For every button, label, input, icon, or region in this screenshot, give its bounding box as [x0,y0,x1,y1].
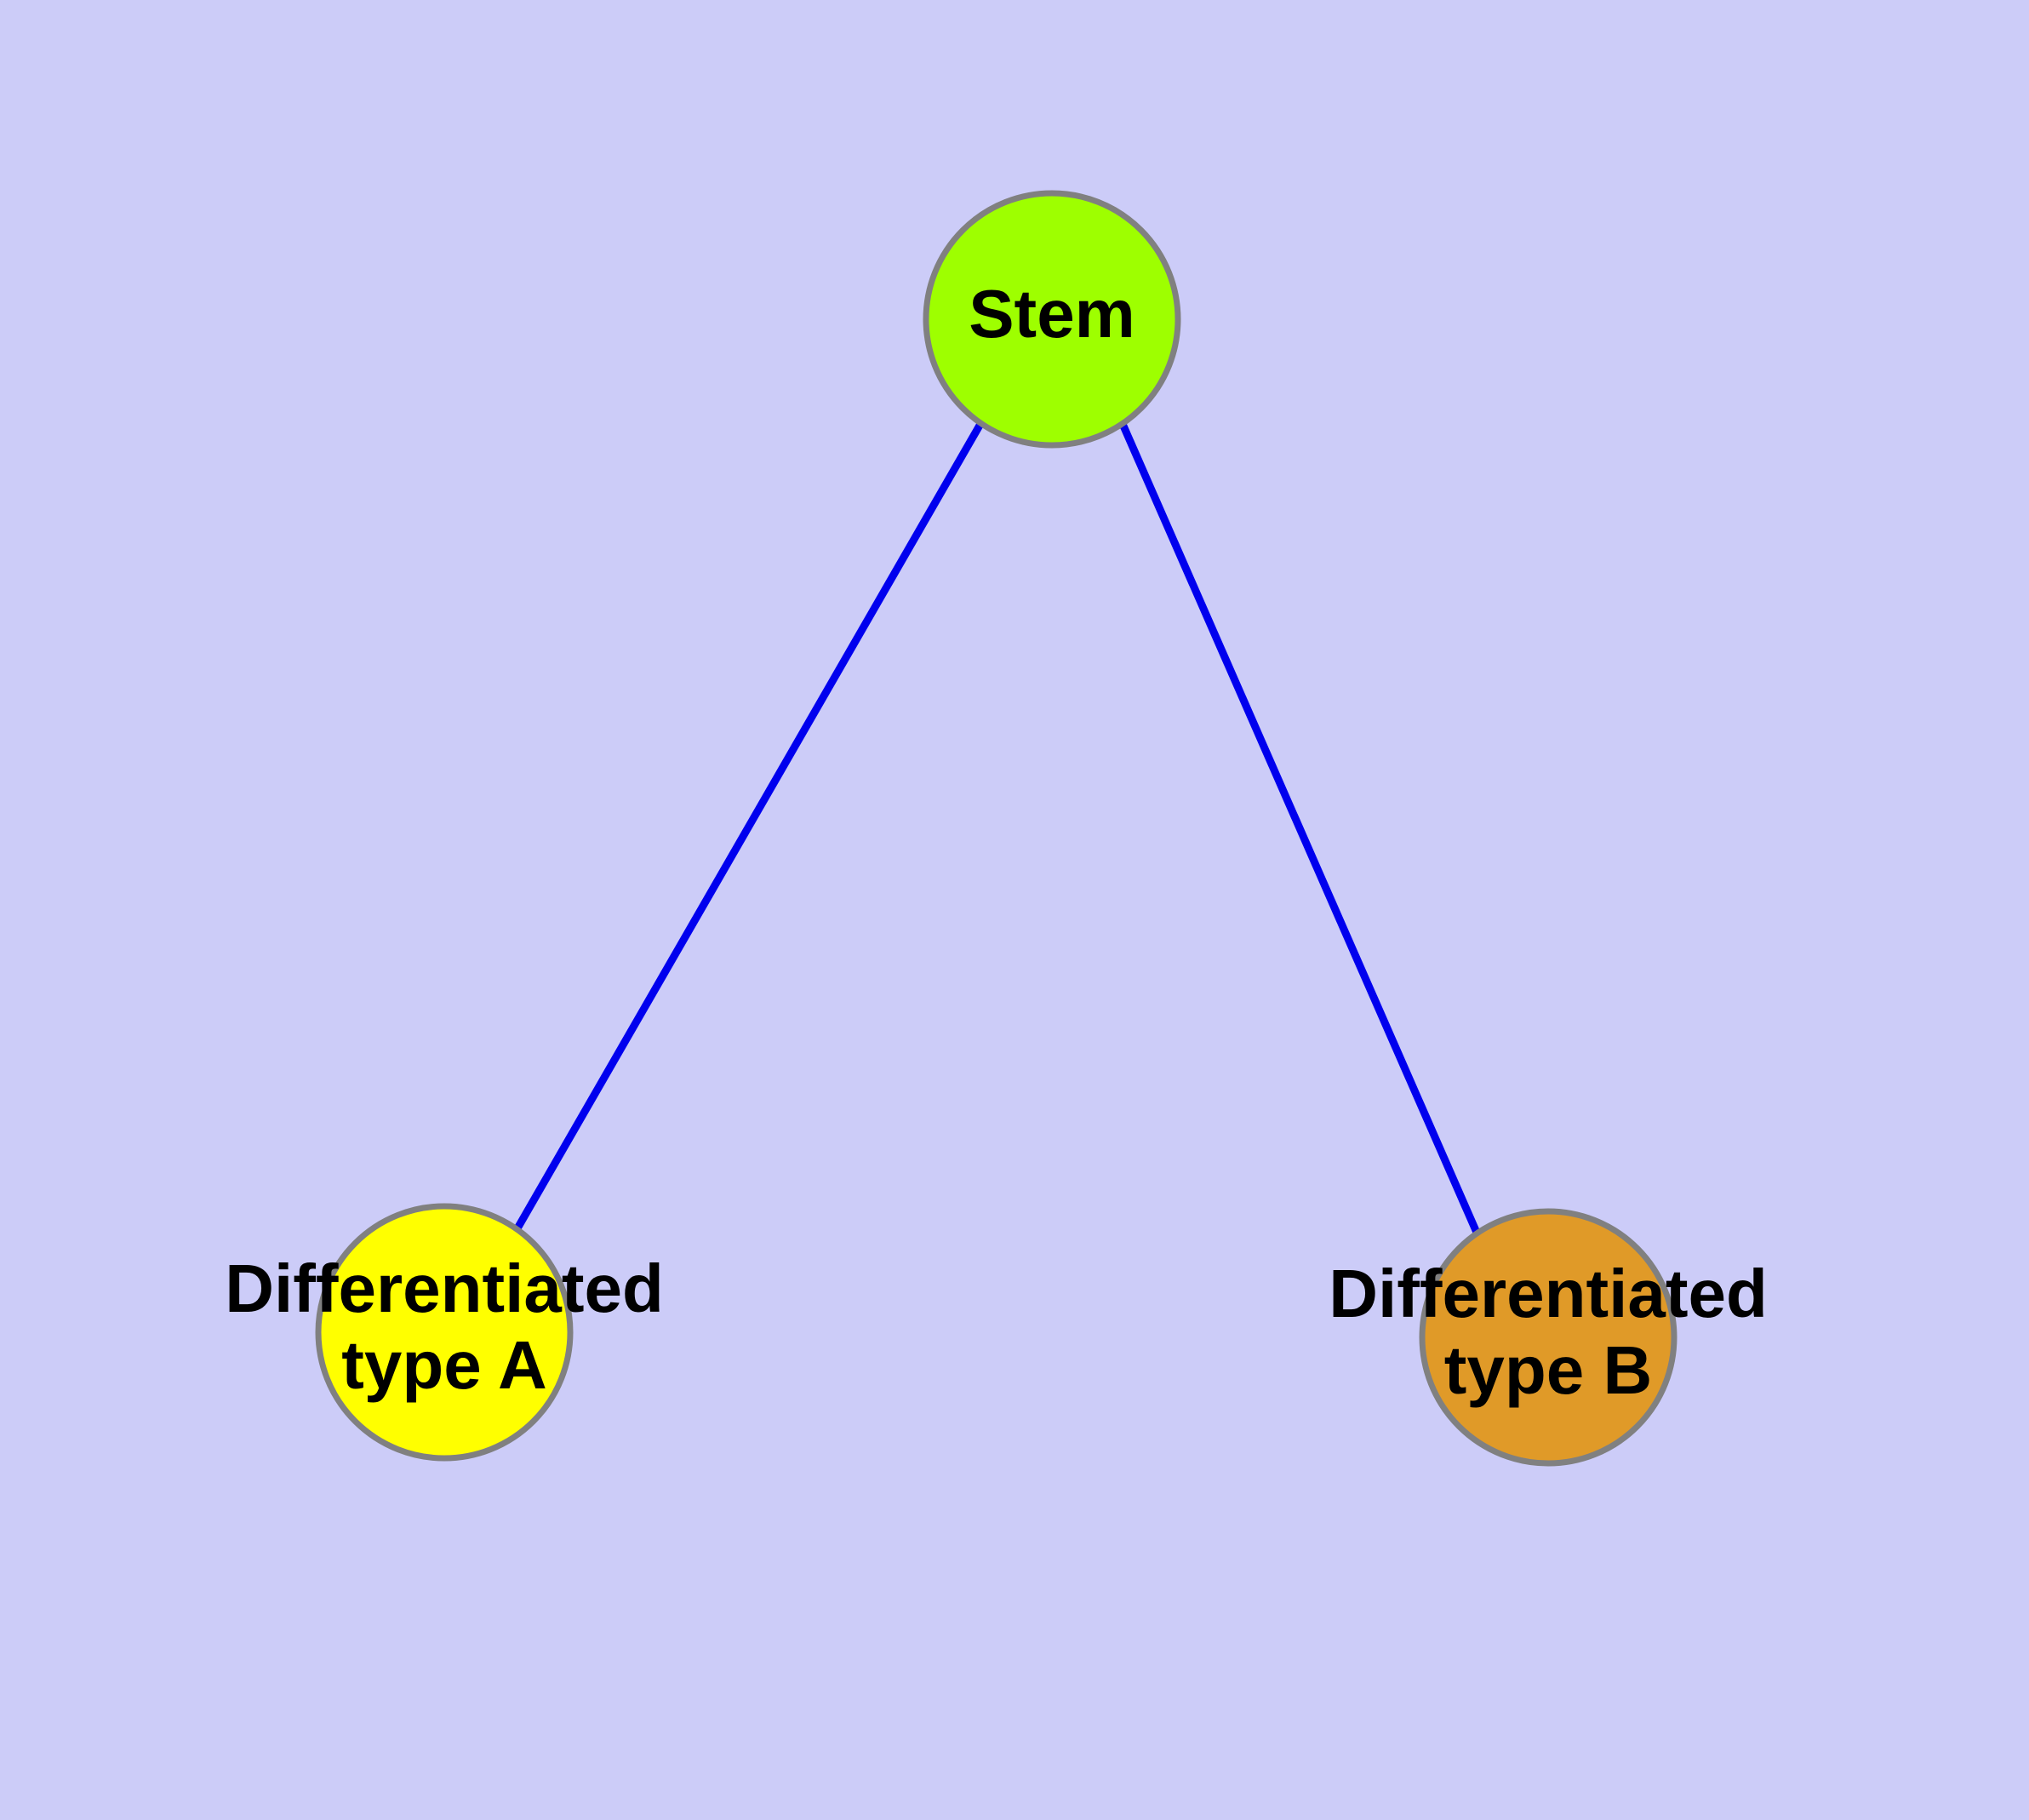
node-label-line: type A [341,1327,547,1403]
node-label-line: Differentiated [1329,1256,1768,1331]
node-layer [315,190,1677,1467]
edge-stem-to-differentiated-type-a[interactable] [514,421,984,1231]
node-label-line: type B [1444,1332,1653,1408]
edge-stem-to-differentiated-type-b[interactable] [1118,422,1482,1236]
node-circle-differentiated-type-a[interactable] [315,1203,574,1462]
node-label-stem: Stem [969,276,1135,352]
node-circle-differentiated-type-b[interactable] [1419,1208,1677,1467]
node-circle-stem[interactable] [923,190,1181,449]
edge-layer [514,421,1482,1236]
node-label-line: Differentiated [225,1251,664,1326]
node-label-line: Stem [969,276,1135,352]
